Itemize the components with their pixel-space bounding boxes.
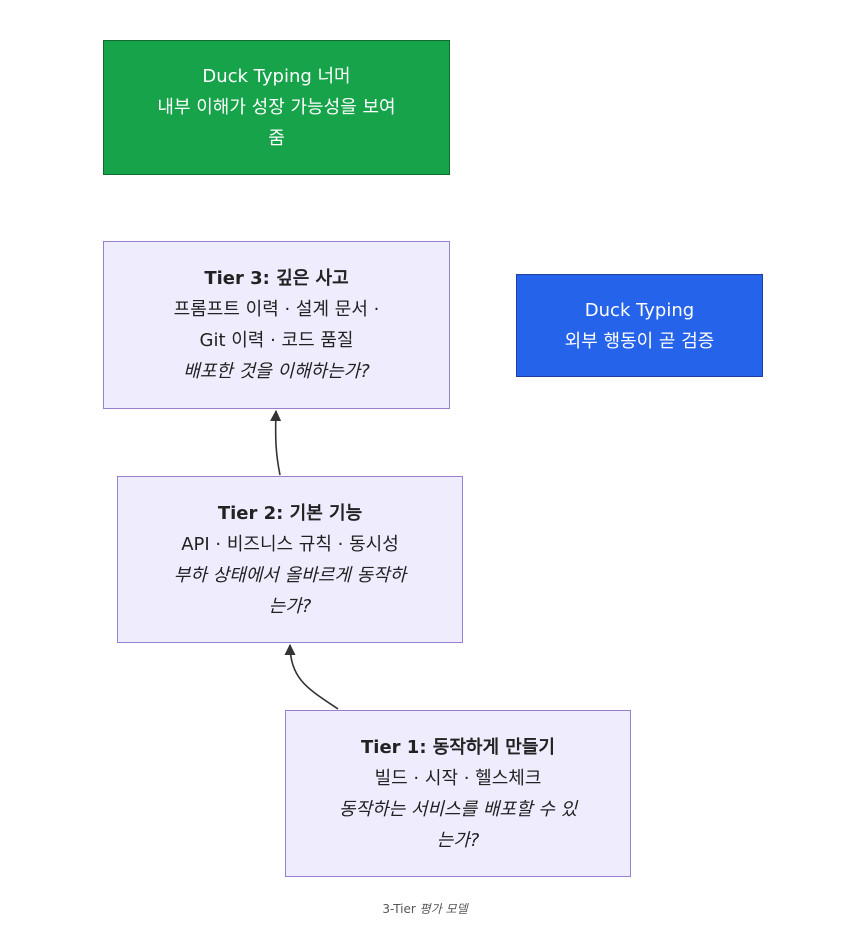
duck-typing-line2: 외부 행동이 곧 검증	[564, 330, 715, 352]
tier3-line2: Git 이력 · 코드 품질	[199, 330, 354, 351]
edge-tier1-to-tier2	[284, 643, 339, 710]
duck-typing-beyond-line2: 내부 이해가 성장 가능성을 보여	[157, 97, 396, 118]
tier2-question2: 는가?	[268, 595, 312, 617]
tier1-title: Tier 1: 동작하게 만들기	[361, 736, 555, 758]
tier1-question1: 동작하는 서비스를 배포할 수 있	[338, 798, 578, 820]
duck-typing-node: Duck Typing 외부 행동이 곧 검증	[516, 274, 763, 377]
tier2-question1: 부하 상태에서 올바르게 동작하	[173, 564, 407, 586]
caption-suffix: 평가 모델	[419, 902, 468, 916]
tier3-question: 배포한 것을 이해하는가?	[183, 361, 370, 382]
tier3-node: Tier 3: 깊은 사고 프롬프트 이력 · 설계 문서 · Git 이력 ·…	[103, 241, 450, 409]
tier1-line1: 빌드 · 시작 · 헬스체크	[374, 767, 542, 789]
tier3-line1: 프롬프트 이력 · 설계 문서 ·	[173, 299, 380, 320]
tier2-line1: API · 비즈니스 규칙 · 동시성	[181, 533, 399, 555]
duck-typing-line1: Duck Typing	[584, 299, 695, 321]
diagram-caption: 3-Tier 평가 모델	[0, 900, 850, 917]
duck-typing-beyond-line1: Duck Typing 너머	[202, 66, 351, 87]
tier2-node: Tier 2: 기본 기능 API · 비즈니스 규칙 · 동시성 부하 상태에…	[117, 476, 463, 643]
tier3-title: Tier 3: 깊은 사고	[204, 268, 349, 289]
tier2-title: Tier 2: 기본 기능	[217, 502, 363, 524]
duck-typing-beyond-line3: 줌	[268, 128, 285, 149]
duck-typing-beyond-node: Duck Typing 너머 내부 이해가 성장 가능성을 보여 줌	[103, 40, 450, 175]
tier1-node: Tier 1: 동작하게 만들기 빌드 · 시작 · 헬스체크 동작하는 서비스…	[285, 710, 631, 877]
tier1-question2: 는가?	[436, 829, 480, 851]
edge-tier2-to-tier3	[270, 409, 282, 476]
caption-prefix: 3-Tier	[382, 902, 416, 916]
